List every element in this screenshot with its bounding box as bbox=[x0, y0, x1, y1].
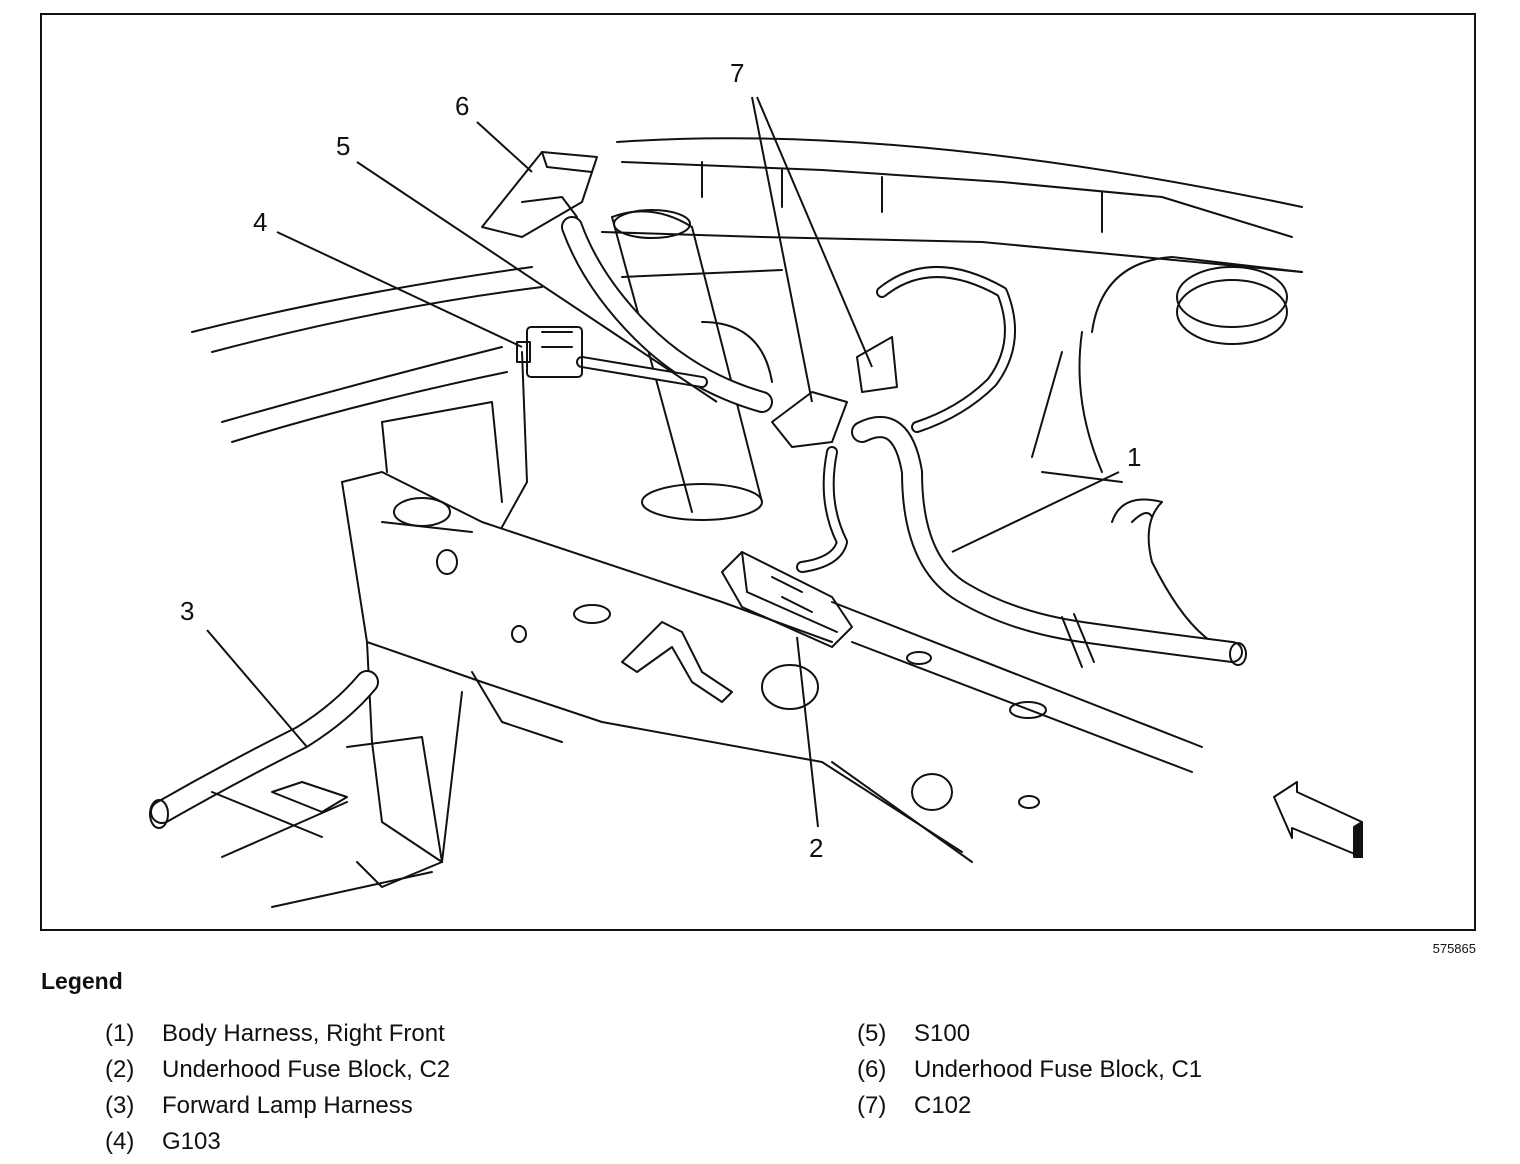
connector-c102 bbox=[771, 336, 898, 448]
c1-harness bbox=[561, 216, 773, 413]
legend-column-left: (1) Body Harness, Right Front (2) Underhoo… bbox=[105, 1020, 450, 1164]
legend-number: (7) bbox=[857, 1092, 887, 1119]
legend-item: (5) S100 bbox=[857, 1020, 1202, 1056]
leader-7a bbox=[751, 96, 813, 403]
legend-column-right: (5) S100 (6) Underhood Fuse Block, C1 (7) C… bbox=[857, 1020, 1202, 1128]
callout-1: 1 bbox=[1127, 442, 1141, 472]
legend-number: (4) bbox=[105, 1128, 135, 1155]
forward-lamp-harness bbox=[149, 670, 433, 908]
legend-label: S100 bbox=[914, 1020, 971, 1047]
cowl-panel bbox=[191, 137, 1303, 443]
connector-c1 bbox=[481, 151, 598, 238]
legend-number: (2) bbox=[105, 1056, 135, 1083]
leader-1 bbox=[951, 471, 1120, 553]
callout-6: 6 bbox=[455, 91, 469, 121]
legend-number: (1) bbox=[105, 1020, 135, 1047]
leader-4 bbox=[276, 231, 523, 348]
legend-title: Legend bbox=[41, 968, 123, 994]
legend-item: (3) Forward Lamp Harness bbox=[105, 1092, 450, 1128]
legend-number: (3) bbox=[105, 1092, 135, 1119]
leader-6 bbox=[476, 121, 533, 173]
connector-g103 bbox=[516, 326, 583, 378]
strut-tower bbox=[1078, 256, 1303, 473]
legend-item: (2) Underhood Fuse Block, C2 bbox=[105, 1056, 450, 1092]
body-harness bbox=[796, 266, 1247, 668]
figure-id: 575865 bbox=[1432, 941, 1476, 956]
legend-item: (4) G103 bbox=[105, 1128, 450, 1164]
vehicle-diagram: 1 2 3 4 5 6 7 bbox=[149, 58, 1363, 908]
legend-label: Underhood Fuse Block, C2 bbox=[162, 1056, 451, 1083]
leader-2 bbox=[796, 636, 819, 828]
leader-5 bbox=[356, 161, 718, 403]
legend-label: Body Harness, Right Front bbox=[162, 1020, 445, 1047]
legend-label: G103 bbox=[162, 1128, 221, 1155]
legend-label: Underhood Fuse Block, C1 bbox=[914, 1056, 1203, 1083]
leader-3 bbox=[206, 629, 308, 748]
legend-number: (6) bbox=[857, 1056, 887, 1083]
leader-7b bbox=[756, 96, 873, 368]
callout-7: 7 bbox=[730, 58, 744, 88]
diagram-frame: 1 2 3 4 5 6 7 bbox=[40, 13, 1476, 931]
callout-5: 5 bbox=[336, 131, 350, 161]
callout-3: 3 bbox=[180, 596, 194, 626]
connector-c2 bbox=[721, 551, 853, 648]
callout-2: 2 bbox=[809, 833, 823, 863]
legend-label: C102 bbox=[914, 1092, 972, 1119]
front-arrow-icon bbox=[1273, 781, 1363, 858]
center-post bbox=[611, 209, 773, 521]
callout-4: 4 bbox=[253, 207, 267, 237]
frame-rail bbox=[341, 351, 1213, 888]
legend-number: (5) bbox=[857, 1020, 887, 1047]
legend-item: (7) C102 bbox=[857, 1092, 1202, 1128]
legend-item: (6) Underhood Fuse Block, C1 bbox=[857, 1056, 1202, 1092]
legend-label: Forward Lamp Harness bbox=[162, 1092, 413, 1119]
legend-item: (1) Body Harness, Right Front bbox=[105, 1020, 450, 1056]
